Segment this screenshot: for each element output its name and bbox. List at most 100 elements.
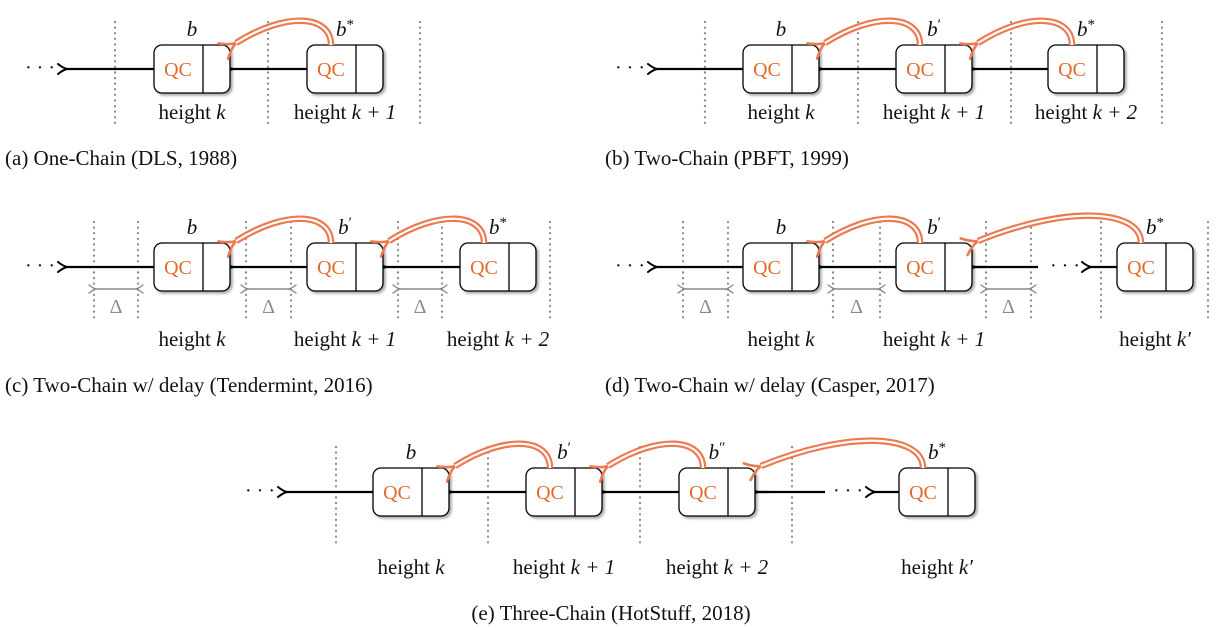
panel-b-block-b: QC [742,44,820,94]
block-name-superscript: ′ [568,440,571,456]
block-name-base: b [557,440,568,464]
panel-d-block-name-b-star: b* [1146,215,1164,239]
panel-d-block-b-star: QC [1116,242,1194,292]
height-value: k [805,100,815,124]
panel-b-leading-ellipsis: · · · [615,57,645,79]
height-word: height [513,555,571,579]
block-name-superscript: ′ [938,17,941,33]
height-value: k + 2 [724,555,769,579]
height-word: height [666,555,724,579]
height-word: height [883,100,941,124]
height-value: k′ [959,555,973,579]
panel-e-block-name-b-prime: b′ [557,440,571,464]
block-box [895,44,973,94]
height-value: k + 1 [941,100,986,124]
panel-c-height-label-b: height k [158,327,226,351]
height-word: height [294,100,352,124]
panel-e-block-name-b-double-prime: b″ [709,440,726,464]
panel-e-gap-ellipsis: · · · [833,480,863,502]
panel-e-block-name-b-star: b* [928,440,946,464]
quorum-certificate-label: QC [909,482,937,504]
block-name-base: b [338,215,349,239]
panel-e-qc-justify-arrow [761,437,927,468]
quorum-certificate-label: QC [753,257,781,279]
panel-c-block-b-star: QC [459,242,537,292]
height-value: k + 1 [941,327,986,351]
block-name-base: b [927,215,938,239]
block-name-base: b [928,440,939,464]
justify-arrow-inner [977,19,1074,46]
quorum-certificate-label: QC [753,59,781,81]
justify-arrow-inner [454,442,552,469]
block-box [898,467,976,517]
block-box [1047,44,1125,94]
quorum-certificate-label: QC [1058,59,1086,81]
justify-arrow-inner [607,442,705,469]
block-name-superscript: ′ [349,215,352,231]
block-name-base: b [927,17,938,41]
panel-d-caption: (d) Two-Chain w/ delay (Casper, 2017) [605,373,935,397]
quorum-certificate-label: QC [1127,257,1155,279]
panel-e-qc-justify-arrow [607,440,707,469]
block-box [153,242,231,292]
panel-e-block-b: QC [372,467,450,517]
height-value: k [216,100,226,124]
panel-c-block-b: QC [153,242,231,292]
panel-d-gap-ellipsis: · · · [1050,255,1080,277]
block-box [459,242,537,292]
height-word: height [883,327,941,351]
quorum-certificate-label: QC [906,59,934,81]
panel-a-qc-justify-arrow [235,17,335,46]
panel-c-height-label-b-prime: height k + 1 [294,327,396,351]
justify-arrow-inner [235,19,333,46]
height-word: height [747,327,805,351]
panel-b-height-label-b: height k [747,100,815,124]
quorum-certificate-label: QC [317,257,345,279]
panel-c-block-name-b-star: b* [489,215,507,239]
panel-c-delay-delta-label: Δ [414,296,427,318]
block-name-base: b [1146,215,1157,239]
panel-b-qc-justify-arrow [825,17,924,45]
block-box [372,467,450,517]
quorum-certificate-label: QC [164,257,192,279]
block-name-base: b [709,440,720,464]
panel-b-height-label-b-star: height k + 2 [1035,100,1138,124]
panel-b-block-name-b-prime: b′ [927,17,941,41]
panel-b-block-name-b: b [776,17,787,41]
panel-d-block-b-prime: QC [895,242,973,292]
panel-c-block-name-b-prime: b′ [338,215,352,239]
block-box [306,242,384,292]
panel-e-leading-ellipsis: · · · [245,480,275,502]
panel-e-block-b-star: QC [898,467,976,517]
justify-arrow-inner [388,217,486,244]
height-word: height [158,100,216,124]
panel-e-block-b-prime: QC [525,467,603,517]
justify-arrow-inner [824,217,922,244]
panel-a-height-label-b: height k [158,100,226,124]
panel-e-block-b-double-prime: QC [678,467,756,517]
block-name-base: b [776,215,787,239]
height-value: k + 2 [1093,100,1138,124]
height-value: k + 1 [352,327,397,351]
quorum-certificate-label: QC [317,59,345,81]
panel-d-block-name-b: b [776,215,787,239]
panel-e-qc-justify-arrow [454,440,554,469]
panel-d-height-label-b-prime: height k + 1 [883,327,985,351]
height-value: k [805,327,815,351]
panel-c-height-label-b-star: height k + 2 [447,327,550,351]
block-name-base: b [489,215,500,239]
panel-b-block-b-prime: QC [895,44,973,94]
quorum-certificate-label: QC [470,257,498,279]
height-value: k [435,555,445,579]
quorum-certificate-label: QC [689,482,717,504]
height-word: height [1119,327,1177,351]
quorum-certificate-label: QC [383,482,411,504]
panel-b-caption: (b) Two-Chain (PBFT, 1999) [605,146,849,170]
height-word: height [747,100,805,124]
block-name-base: b [187,17,198,41]
panel-b-height-label-b-prime: height k + 1 [883,100,985,124]
height-value: k + 1 [352,100,397,124]
block-name-superscript: ″ [719,440,725,456]
height-value: k + 2 [505,327,550,351]
height-word: height [294,327,352,351]
